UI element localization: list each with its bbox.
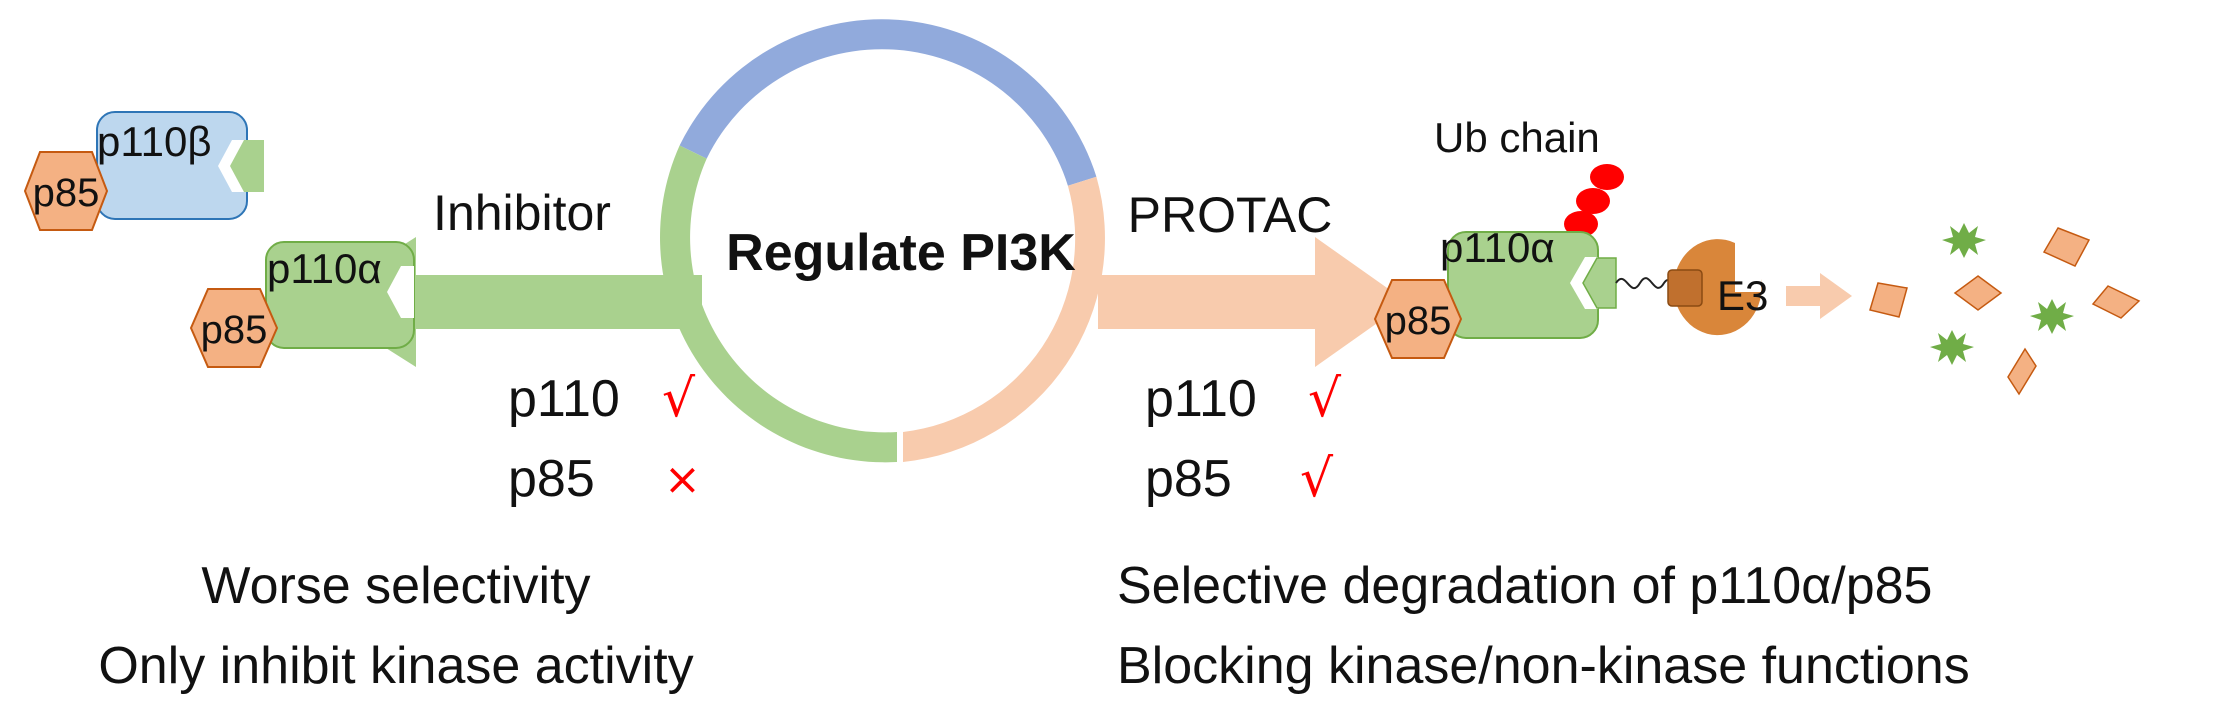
inhibitor-targets: p110 √ p85 × <box>508 369 701 508</box>
target-p110-left: p110 <box>508 370 620 428</box>
inhibitor-label: Inhibitor <box>433 185 611 241</box>
protac-summary-line-2: Blocking kinase/non-kinase functions <box>1117 637 1970 695</box>
protac-arrow <box>1098 237 1407 367</box>
target-p85-right: p85 <box>1145 450 1232 508</box>
fragment-diamond <box>2091 285 2141 319</box>
e3-ligase-icon <box>1673 239 1762 336</box>
ub-bead-icon <box>1590 164 1624 190</box>
fragment-diamond <box>1953 275 2003 311</box>
ring-right-segment <box>903 176 1105 462</box>
p110-beta-complex: p110β p85 <box>23 111 264 231</box>
p110-beta-label: p110β <box>97 118 211 165</box>
p85-beta-label: p85 <box>33 171 100 215</box>
fragment-diamond <box>2042 227 2091 267</box>
regulation-ring <box>660 19 1105 463</box>
p110-alpha-binding-notch-left <box>387 266 414 318</box>
protac-summary: Selective degradation of p110α/p85 Block… <box>1117 557 1970 695</box>
ring-top-segment <box>679 19 1097 186</box>
p110-beta-inhibitor <box>230 140 264 192</box>
inhibitor-summary-line-1: Worse selectivity <box>201 557 590 615</box>
inhibitor-summary-line-2: Only inhibit kinase activity <box>98 637 693 695</box>
degradation-fragments <box>1869 223 2141 396</box>
protac-targets: p110 √ p85 √ <box>1145 369 1342 509</box>
p85-alpha-label-right: p85 <box>1385 299 1452 343</box>
fragment-star-icon <box>1930 330 1974 365</box>
inhibitor-summary: Worse selectivity Only inhibit kinase ac… <box>98 557 693 695</box>
p85-alpha-label-left: p85 <box>201 308 268 352</box>
check-mark-icon: √ <box>1308 369 1342 429</box>
target-p85-left: p85 <box>508 450 595 508</box>
e3-label: E3 <box>1717 272 1768 319</box>
check-mark-icon: √ <box>662 369 696 429</box>
p85-hexagon-beta <box>23 151 109 231</box>
cross-mark-icon: × <box>664 454 701 505</box>
protac-summary-line-1: Selective degradation of p110α/p85 <box>1117 557 1932 615</box>
e3-ligand <box>1667 269 1703 307</box>
fragment-diamond <box>1869 282 1908 318</box>
ub-chain-label: Ub chain <box>1434 114 1600 161</box>
p110-alpha-complex-left: p110α p85 <box>189 241 415 368</box>
protac-label: PROTAC <box>1128 187 1333 243</box>
center-title: Regulate PI3K <box>726 224 1076 282</box>
p85-hexagon-right <box>1373 279 1463 359</box>
degradation-arrow <box>1786 273 1852 319</box>
protac-complex: Ub chain p110α p85 E3 <box>1373 114 1852 359</box>
fragment-star-icon <box>2030 299 2074 334</box>
p110-alpha-label-right: p110α <box>1440 224 1555 271</box>
fragment-star-icon <box>1942 223 1986 258</box>
check-mark-icon: √ <box>1300 449 1334 509</box>
fragment-diamond <box>2007 347 2037 396</box>
target-p110-right: p110 <box>1145 370 1257 428</box>
p85-hexagon-left <box>189 288 279 368</box>
p110-alpha-label-left: p110α <box>267 245 382 292</box>
ub-bead-icon <box>1576 188 1610 214</box>
ub-bead-icon <box>1564 211 1598 237</box>
ring-left-segment <box>660 145 897 463</box>
